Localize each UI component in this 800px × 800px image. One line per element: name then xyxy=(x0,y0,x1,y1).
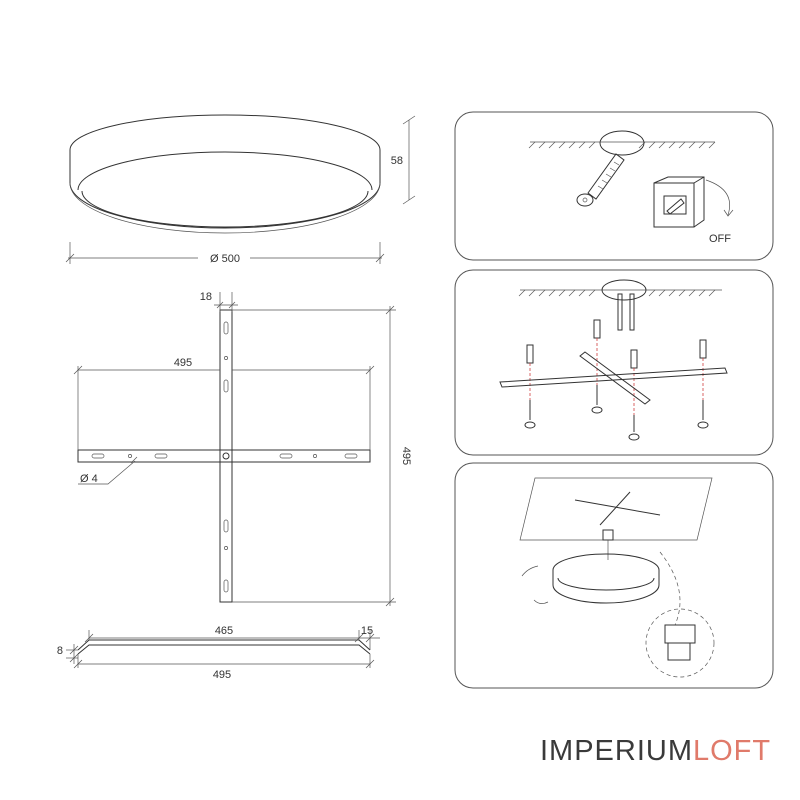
bracket-height-label: 495 xyxy=(400,447,412,465)
side-thickness-label: 8 xyxy=(57,645,63,657)
hole-diameter-label: Ø 4 xyxy=(80,473,98,485)
bracket-width-label: 18 xyxy=(200,291,212,303)
switch-off-icon xyxy=(653,176,705,228)
brand-part-1: IMPERIUM xyxy=(540,735,693,767)
brand-part-2: LOFT xyxy=(693,735,771,767)
bracket-profile: 465 15 8 495 xyxy=(57,625,380,681)
step-attach-fixture xyxy=(454,462,774,689)
side-total-label: 495 xyxy=(213,669,231,681)
height-label: 58 xyxy=(391,155,403,167)
side-end-label: 15 xyxy=(361,625,373,637)
bracket-half-dimension: 495 xyxy=(73,357,375,450)
bracket-height-dimension: 495 xyxy=(232,305,412,607)
height-dimension: 58 xyxy=(391,115,416,205)
diameter-label: Ø 500 xyxy=(210,253,240,265)
lamp-fixture-icon xyxy=(552,553,660,604)
hole-diameter-leader: Ø 4 xyxy=(78,456,138,485)
cross-bracket xyxy=(77,309,371,603)
bracket-half-label: 495 xyxy=(174,357,192,369)
screw-anchor-icon xyxy=(576,153,625,207)
brand-logo: IMPERIUMLOFT xyxy=(540,735,771,767)
step-power-off: OFF xyxy=(454,111,774,261)
rotate-arrow-icon xyxy=(705,179,730,216)
cross-bracket-perspective xyxy=(499,351,728,405)
twist-arrow-icon xyxy=(533,599,549,604)
fixture-view xyxy=(69,114,381,234)
rotate-arrow-icon xyxy=(521,565,539,577)
clip-detail-icon xyxy=(664,624,696,661)
bracket-width-dimension: 18 xyxy=(200,291,238,312)
diameter-dimension: Ø 500 xyxy=(65,242,385,265)
screws-icon xyxy=(524,385,709,441)
step-mount-bracket xyxy=(454,269,774,456)
side-inner-label: 465 xyxy=(215,625,233,637)
power-off-label: OFF xyxy=(709,233,731,245)
